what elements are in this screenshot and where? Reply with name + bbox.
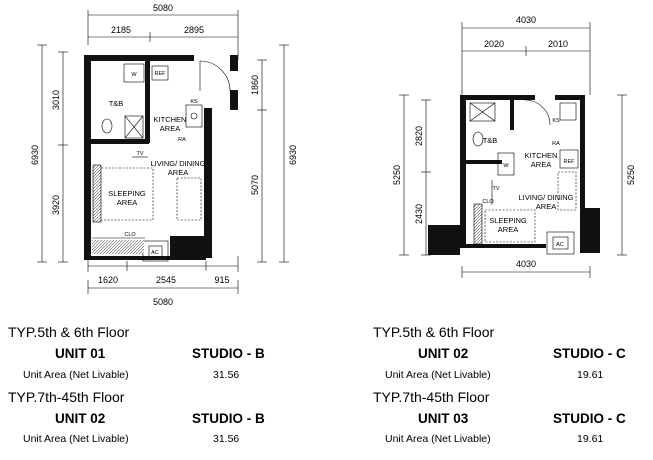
unit-c-studio-type-1: STUDIO - C <box>553 346 626 361</box>
plan2-label-ks: KS <box>552 118 560 124</box>
plan2-dim-top-right: 2010 <box>548 39 568 49</box>
plan2-room-kitchen-1: KITCHEN <box>525 151 558 160</box>
unit-b-area-label-2: Unit Area (Net Livable) <box>23 433 129 445</box>
plan1-label-ac: AC <box>151 250 159 256</box>
plan2-fixtures <box>469 102 579 255</box>
plan2-room-sleeping-1: SLEEPING <box>489 216 527 225</box>
plan2-dim-left-upper: 2820 <box>414 126 424 146</box>
plan2-room-living-2: AREA <box>536 202 556 211</box>
plan2-dim-left-lower: 2430 <box>414 204 424 224</box>
unit-c-unit-number-1: UNIT 02 <box>418 346 469 361</box>
unit-b-area-value-1: 31.56 <box>213 369 240 381</box>
plan1-closet <box>92 240 144 254</box>
plan1-room-living-1: LIVING/ DINING <box>150 159 205 168</box>
plan1-bed-headboard <box>92 164 102 223</box>
unit-c-area-label-2: Unit Area (Net Livable) <box>385 433 491 445</box>
plan1-dimension-lines <box>37 10 289 294</box>
plan1-room-kitchen-1: KITCHEN <box>154 115 187 124</box>
plan2-label-ref: REF <box>564 159 576 165</box>
plan1-dim-right-upper: 1860 <box>250 75 260 95</box>
plan1-dim-right-total: 6930 <box>288 145 298 165</box>
plan1-dim-left-lower: 3920 <box>51 195 61 215</box>
plan1-room-kitchen-2: AREA <box>160 124 180 133</box>
plan1-dim-bottom-b: 2545 <box>156 275 176 285</box>
plan2-room-living-1: LIVING/ DINING <box>518 193 573 202</box>
plan1-label-clo: CLO <box>124 232 136 238</box>
plan2-dim-left-total: 5250 <box>392 165 402 185</box>
unit-c-unit-number-2: UNIT 03 <box>418 411 469 426</box>
plan2-door-swing <box>524 99 551 126</box>
unit-b-area-label-1: Unit Area (Net Livable) <box>23 369 129 381</box>
unit-b-floor-label-1: TYP.5th & 6th Floor <box>8 324 130 340</box>
floor-plan-studio-c: 4030 2020 2010 4030 5250 2820 2430 5250 <box>392 15 636 278</box>
plan1-room-tb: T&B <box>109 99 124 108</box>
unit-c-area-value-2: 19.61 <box>577 433 604 445</box>
plan2-label-ra: RA <box>552 141 560 147</box>
plan1-label-ref: REF <box>155 71 167 77</box>
plan2-dim-top-left: 2020 <box>484 39 504 49</box>
unit-c-area-label-1: Unit Area (Net Livable) <box>385 369 491 381</box>
plan1-dim-right-lower: 5070 <box>250 175 260 195</box>
plan2-dim-top-total: 4030 <box>516 15 536 25</box>
plan1-dim-bottom-a: 1620 <box>98 275 118 285</box>
plan1-dim-top-right: 2895 <box>184 25 204 35</box>
plan2-dim-right-total: 5250 <box>626 165 636 185</box>
plan2-room-tb: T&B <box>483 136 498 145</box>
unit-c-studio-type-2: STUDIO - C <box>553 411 626 426</box>
unit-c-floor-label-2: TYP.7th-45th Floor <box>373 389 490 405</box>
plan1-label-ks: KS <box>190 99 198 105</box>
plan1-dim-left-upper: 3010 <box>51 90 61 110</box>
plan2-room-kitchen-2: AREA <box>531 160 551 169</box>
plan2-closet <box>473 203 483 245</box>
plan1-dim-top-left: 2185 <box>111 25 131 35</box>
plan1-label-w: W <box>131 72 137 78</box>
plan2-label-ac: AC <box>556 242 564 248</box>
plan1-walls <box>84 55 238 260</box>
plan1-label-ra: RA <box>178 137 186 143</box>
unit-c-floor-label-1: TYP.5th & 6th Floor <box>373 324 495 340</box>
plan1-room-sleeping-2: AREA <box>117 198 137 207</box>
unit-b-studio-type-2: STUDIO - B <box>192 411 265 426</box>
plan1-door-swing <box>199 60 231 92</box>
plan1-label-tv: TV <box>136 151 143 157</box>
plan1-dim-bottom-c: 915 <box>214 275 229 285</box>
unit-b-unit-number-1: UNIT 01 <box>55 346 106 361</box>
floor-plans-drawing: 5080 2185 2895 1620 2545 915 5080 6930 3… <box>30 3 636 307</box>
plan2-dim-bottom-total: 4030 <box>516 259 536 269</box>
plan2-label-w: W <box>503 163 509 169</box>
plan1-dim-left-total: 6930 <box>30 145 40 165</box>
plan1-fixtures <box>92 63 203 262</box>
unit-b-area-value-2: 31.56 <box>213 433 240 445</box>
plan2-label-clo: CLO <box>482 199 494 205</box>
unit-c-area-value-1: 19.61 <box>577 369 604 381</box>
plan1-room-sleeping-1: SLEEPING <box>108 189 146 198</box>
unit-b-unit-number-2: UNIT 02 <box>55 411 106 426</box>
unit-b-studio-type-1: STUDIO - B <box>192 346 265 361</box>
floor-plan-studio-b: 5080 2185 2895 1620 2545 915 5080 6930 3… <box>30 3 298 307</box>
unit-b-floor-label-2: TYP.7th-45th Floor <box>8 389 125 405</box>
plan2-label-tv: TV <box>492 186 499 192</box>
plan1-dim-top-total: 5080 <box>153 3 173 13</box>
plan2-dimension-lines <box>399 22 627 278</box>
plan2-walls <box>428 95 600 255</box>
plan1-room-living-2: AREA <box>168 168 188 177</box>
plan1-dim-bottom-total: 5080 <box>153 297 173 307</box>
plan2-room-sleeping-2: AREA <box>498 225 518 234</box>
